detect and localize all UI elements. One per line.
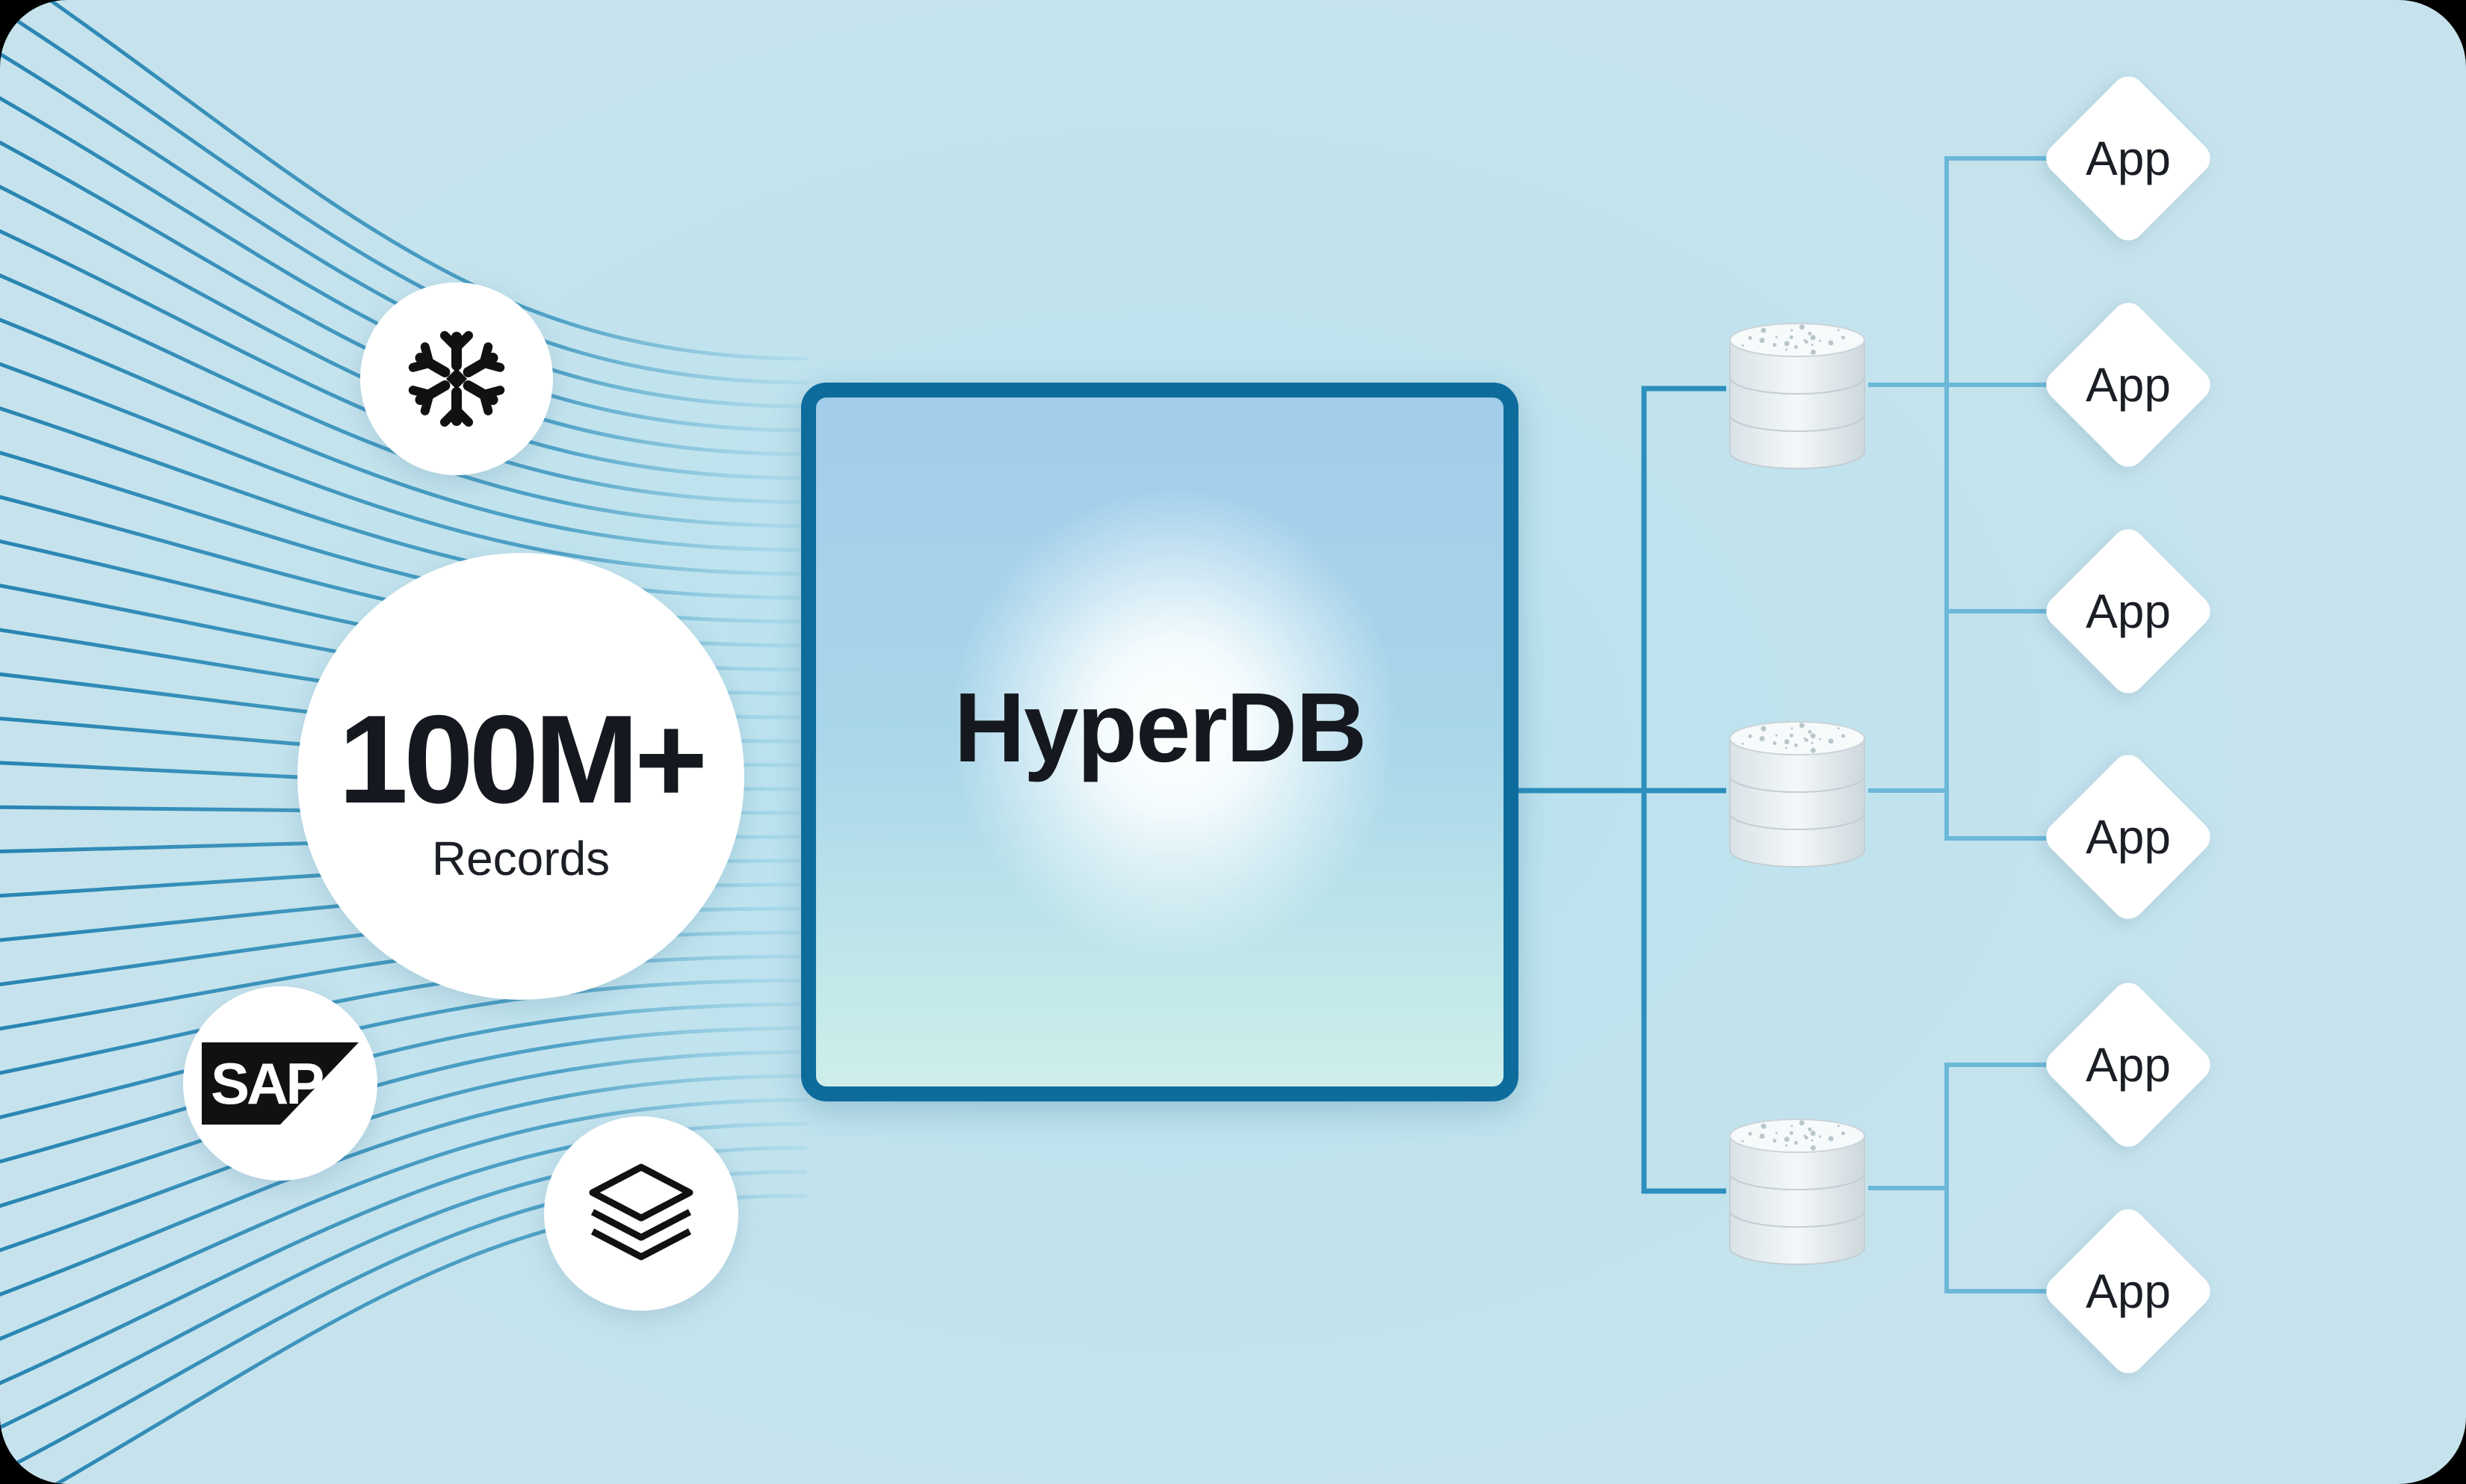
flow-line: [0, 406, 808, 600]
flow-line: [0, 1074, 808, 1297]
records-count: 100M+: [338, 689, 708, 829]
flow-line: [46, 0, 808, 361]
snowflake-logo-icon: [404, 331, 509, 431]
flow-line: [0, 978, 808, 1119]
databricks-source: [544, 1116, 738, 1311]
app-node-4: App: [2039, 747, 2218, 927]
sap-logo-text: SAP: [211, 1051, 323, 1116]
app-node-5: App: [2039, 975, 2218, 1154]
flow-line: [0, 362, 808, 576]
app-node-1: App: [2039, 69, 2218, 248]
database-icon: [1729, 1119, 1865, 1265]
flow-line: [0, 1002, 808, 1164]
flow-line: [0, 1050, 808, 1252]
hyperdb-title: HyperDB: [954, 672, 1368, 782]
database-icon: [1729, 323, 1865, 469]
app-node-3: App: [2039, 522, 2218, 701]
flow-line: [0, 273, 808, 528]
flow-line: [0, 52, 808, 409]
records-label: Records: [431, 832, 611, 885]
app-node-6: App: [2039, 1202, 2218, 1381]
sap-logo-icon: SAP: [202, 1042, 359, 1125]
database-node-2: [1722, 701, 1872, 873]
app-label: App: [2086, 584, 2171, 638]
database-icon: [1729, 721, 1865, 868]
flow-line: [0, 1026, 808, 1208]
app-label: App: [2086, 1264, 2171, 1318]
app-label: App: [2086, 358, 2171, 412]
snowflake-source: [360, 282, 553, 475]
databricks-layers-icon: [589, 1163, 693, 1261]
hub-connectors: [1518, 386, 1726, 1194]
app-label: App: [2086, 132, 2171, 185]
flow-line: [0, 1098, 808, 1341]
app-label: App: [2086, 810, 2171, 864]
app-node-2: App: [2039, 295, 2218, 474]
records-stat-circle: 100M+ Records: [297, 553, 744, 1000]
database-node-3: [1722, 1098, 1872, 1270]
flow-line: [0, 7, 808, 385]
flow-line: [0, 954, 808, 1075]
flow-line: [0, 318, 808, 552]
database-node-1: [1722, 303, 1872, 474]
hyperdb-hub: HyperDB: [801, 383, 1518, 1101]
app-label: App: [2086, 1038, 2171, 1092]
sap-source: SAP: [183, 986, 377, 1181]
app-connectors: [1868, 156, 2048, 1293]
